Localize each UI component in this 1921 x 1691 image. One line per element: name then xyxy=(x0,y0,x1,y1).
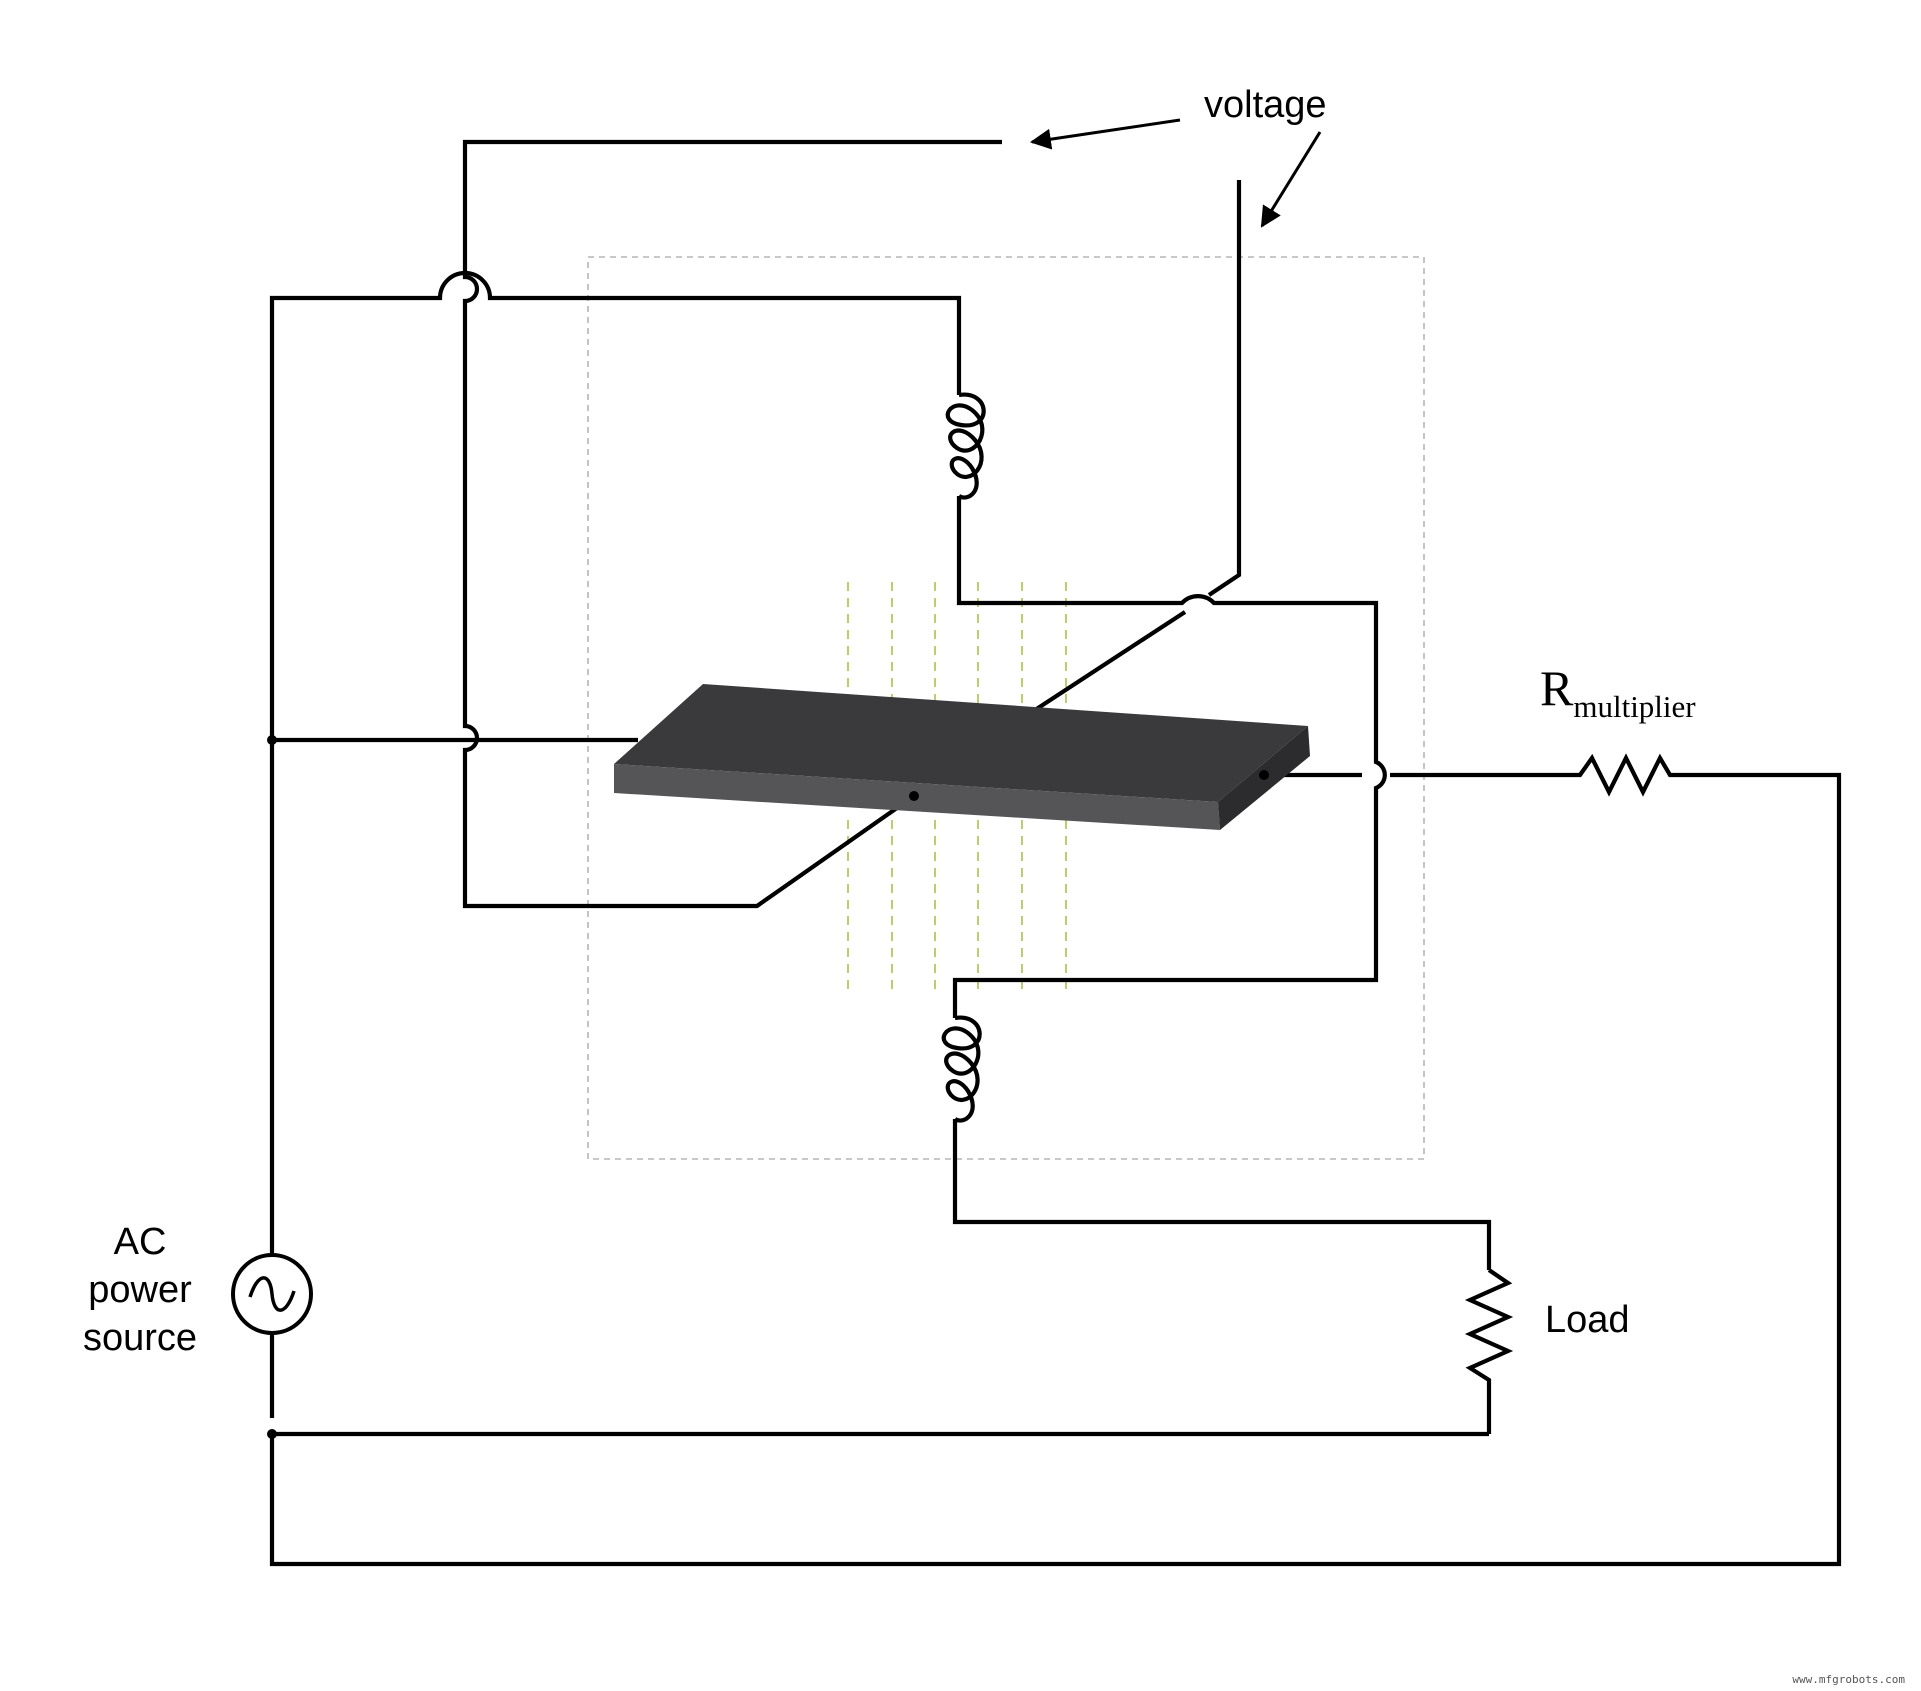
ac-power-source xyxy=(231,1253,313,1335)
sensor-enclosure xyxy=(587,256,1425,1160)
source-label-line2: power xyxy=(88,1269,192,1311)
current-wire-top xyxy=(269,270,962,1418)
source-label-line1: AC xyxy=(114,1221,167,1263)
ac-sine-icon xyxy=(248,1276,296,1312)
multiplier-return-wire xyxy=(269,772,1842,1567)
plate-right-lead-dot xyxy=(1259,770,1269,780)
r-multiplier-main: R xyxy=(1540,660,1574,716)
current-wire-top-lower xyxy=(952,496,1387,1018)
r-multiplier-label: Rmultiplier xyxy=(1540,660,1696,724)
multiplier-resistor xyxy=(1390,753,1678,797)
upper-coil xyxy=(945,392,986,500)
r-multiplier-sub: multiplier xyxy=(1573,689,1696,724)
voltage-sense-wire-left xyxy=(462,139,1002,909)
plate-bottom-lead-dot xyxy=(909,791,919,801)
voltage-arrow-left xyxy=(1029,118,1181,150)
junction-dot-lower xyxy=(267,1429,277,1439)
watermark: www.mfgrobots.com xyxy=(1792,1673,1905,1686)
hall-effect-plate xyxy=(614,684,1310,830)
load-feed-wire xyxy=(952,1119,1492,1270)
voltage-label: voltage xyxy=(1204,84,1327,126)
load-resistor xyxy=(1464,1268,1514,1434)
source-label-line3: source xyxy=(83,1317,197,1359)
load-label: Load xyxy=(1545,1299,1630,1341)
junction-dot-upper xyxy=(267,735,277,745)
lower-coil xyxy=(941,1015,982,1123)
voltage-sense-wire-right xyxy=(1033,180,1242,712)
voltage-arrow-right xyxy=(1260,131,1322,228)
